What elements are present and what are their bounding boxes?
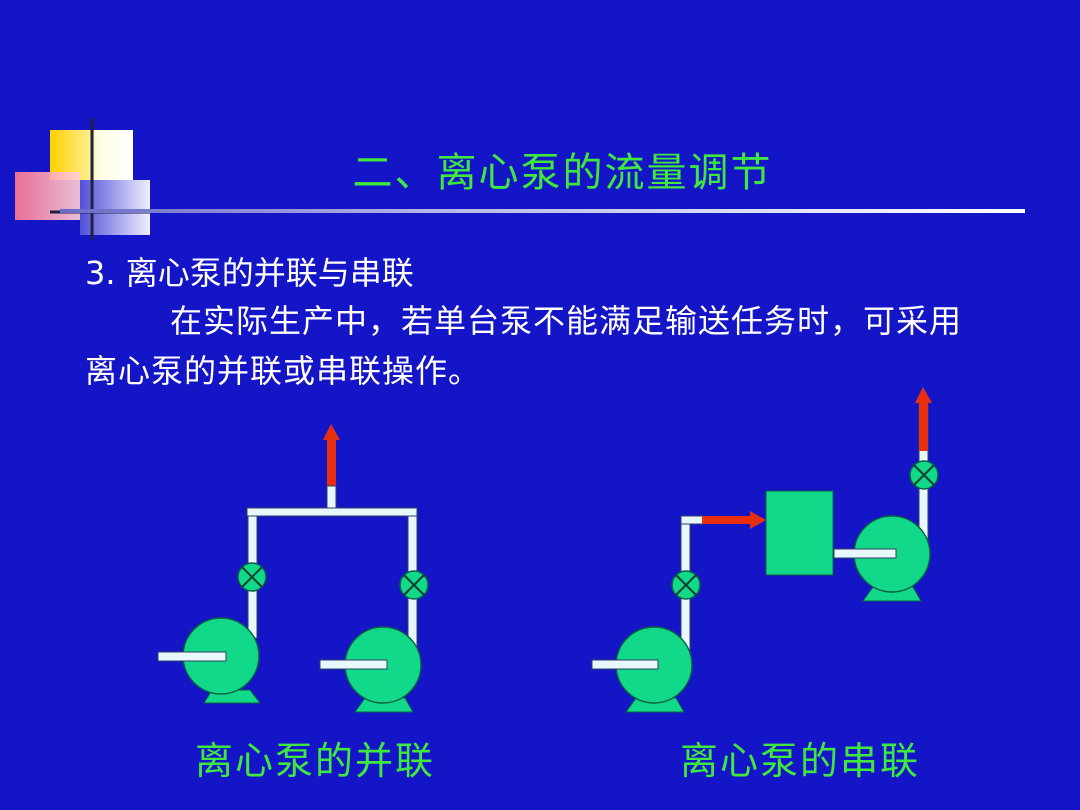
section-heading: 3. 离心泵的并联与串联 bbox=[85, 254, 414, 292]
caption-series: 离心泵的串联 bbox=[680, 739, 921, 783]
parallel-outlet-arrow bbox=[323, 424, 340, 488]
series-pump-second bbox=[833, 515, 931, 602]
parallel-diagram bbox=[157, 424, 429, 713]
slide-title: 二、离心泵的流量调节 bbox=[352, 150, 773, 196]
body-paragraph: 在实际生产中，若单台泵不能满足输送任务时，可采用离心泵的并联或串联操作。 bbox=[85, 302, 963, 390]
series-pump-first bbox=[591, 626, 693, 713]
series-valve-first bbox=[671, 570, 701, 600]
series-feed-arrow bbox=[702, 511, 766, 529]
series-outlet-arrow bbox=[915, 387, 932, 451]
parallel-pump-left bbox=[157, 617, 262, 704]
series-diagram bbox=[591, 387, 939, 713]
parallel-pump-right bbox=[319, 626, 422, 713]
title-underline bbox=[60, 209, 1025, 213]
parallel-valve-right bbox=[399, 570, 429, 600]
caption-parallel: 离心泵的并联 bbox=[195, 739, 436, 783]
series-valve-second bbox=[909, 460, 939, 490]
parallel-valve-left bbox=[237, 562, 267, 592]
intermediate-tank bbox=[765, 490, 834, 576]
